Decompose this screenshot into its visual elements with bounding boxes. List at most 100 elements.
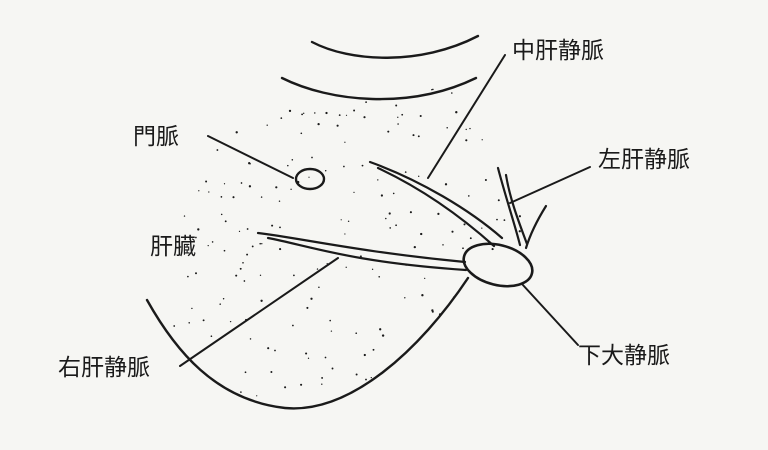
- stipple-dot: [321, 377, 323, 379]
- stipple-dot: [397, 123, 399, 125]
- stipple-dot: [462, 247, 464, 249]
- stipple-dot: [372, 269, 373, 270]
- stipple-dot: [385, 218, 387, 220]
- stipple-dot: [465, 139, 467, 141]
- stipple-dot: [451, 92, 453, 94]
- stipple-dot: [280, 117, 282, 119]
- left-hepatic-vein-label: 左肝静脈: [598, 149, 690, 172]
- stipple-dot: [236, 131, 238, 133]
- stipple-dot: [404, 297, 405, 298]
- stipple-dot: [216, 149, 218, 151]
- stipple-dot: [292, 159, 294, 161]
- stipple-dot: [318, 287, 320, 289]
- stipple-dot: [242, 262, 244, 264]
- stipple-dot: [365, 101, 367, 103]
- stipple-dot: [405, 171, 407, 173]
- stipple-dot: [356, 374, 358, 376]
- stipple-dot: [187, 276, 189, 278]
- stipple-dot: [445, 183, 447, 185]
- stipple-dot: [198, 190, 199, 191]
- stipple-dot: [252, 245, 254, 247]
- stipple-dot: [250, 338, 252, 340]
- leader-middle-hepatic-vein: [428, 55, 505, 178]
- stipple-dot: [453, 297, 454, 298]
- stipple-dot: [364, 354, 366, 356]
- left-hepatic-vein-branch: [526, 206, 546, 248]
- upper-outline-arc: [312, 36, 478, 58]
- stipple-dot: [274, 350, 276, 352]
- stipple-dot: [311, 247, 313, 249]
- stipple-dot: [270, 371, 272, 373]
- stipple-dot: [230, 321, 231, 322]
- stipple-dot: [211, 335, 213, 337]
- stipple-dot: [297, 181, 299, 183]
- stipple-dot: [485, 179, 487, 181]
- stipple-dot: [261, 243, 262, 244]
- stipple-dot: [365, 379, 367, 381]
- stipple-dot: [455, 111, 457, 113]
- stipple-dot: [397, 117, 398, 118]
- stipple-dot: [395, 105, 397, 107]
- stipple-dot: [421, 294, 423, 296]
- stipple-dot: [244, 280, 246, 282]
- stipple-dot: [327, 263, 328, 264]
- stipple-dot: [498, 199, 500, 201]
- leader-portal-vein: [208, 136, 293, 178]
- stipple-dot: [353, 110, 355, 112]
- stipple-dot: [275, 186, 277, 188]
- stipple-dot: [504, 219, 506, 221]
- stipple-dot: [284, 386, 286, 388]
- stipple-dot: [331, 330, 332, 331]
- stipple-dot: [267, 347, 269, 349]
- stipple-dot: [519, 215, 521, 217]
- stipple-dot: [241, 182, 243, 184]
- stipple-dot: [353, 192, 354, 193]
- stipple-dot: [446, 127, 448, 129]
- stipple-dot: [442, 244, 443, 245]
- stipple-dot: [381, 194, 383, 196]
- liver-label: 肝臓: [150, 236, 196, 259]
- stipple-dot: [249, 185, 251, 187]
- stipple-dot: [235, 275, 237, 277]
- stipple-dot: [232, 196, 234, 198]
- stipple-dot: [360, 255, 362, 257]
- stipple-dot: [339, 114, 341, 116]
- stipple-dot: [208, 191, 209, 192]
- stipple-dot: [279, 248, 281, 250]
- second-outline-arc: [282, 78, 476, 99]
- stipple-dot: [420, 233, 422, 235]
- stipple-dot: [261, 196, 262, 197]
- stipple-dot: [256, 395, 257, 396]
- stipple-dot: [246, 254, 248, 256]
- stipple-dot: [205, 181, 207, 183]
- stipple-dot: [481, 227, 482, 228]
- stipple-dot: [355, 332, 357, 334]
- stipple-dot: [317, 123, 319, 125]
- stipple-dot: [325, 112, 327, 114]
- stipple-dot: [346, 267, 347, 268]
- stipple-dot: [468, 195, 470, 197]
- stipple-dot: [203, 319, 205, 321]
- stipple-dot: [184, 215, 185, 216]
- stipple-dot: [279, 227, 281, 229]
- stipple-dot: [418, 135, 420, 137]
- stipple-dot: [279, 200, 280, 201]
- stipple-dot: [469, 128, 470, 129]
- stipple-dot: [470, 237, 472, 239]
- stipple-dot: [332, 368, 334, 370]
- stipple-dot: [362, 165, 364, 167]
- stipple-dot: [431, 89, 432, 90]
- stipple-dot: [191, 308, 192, 309]
- stipple-dot: [463, 223, 465, 225]
- stipple-dot: [412, 134, 414, 136]
- left-hepatic-vein-a: [498, 168, 520, 245]
- stipple-dot: [379, 328, 381, 330]
- stipple-dot: [341, 219, 342, 220]
- stipple-dot: [287, 165, 289, 167]
- stipple-dot: [329, 320, 331, 322]
- stipple-dot: [348, 221, 349, 222]
- stipple-dot: [437, 213, 439, 215]
- stipple-dot: [344, 233, 345, 234]
- stipple-dot: [371, 377, 372, 378]
- stipple-dot: [308, 358, 309, 359]
